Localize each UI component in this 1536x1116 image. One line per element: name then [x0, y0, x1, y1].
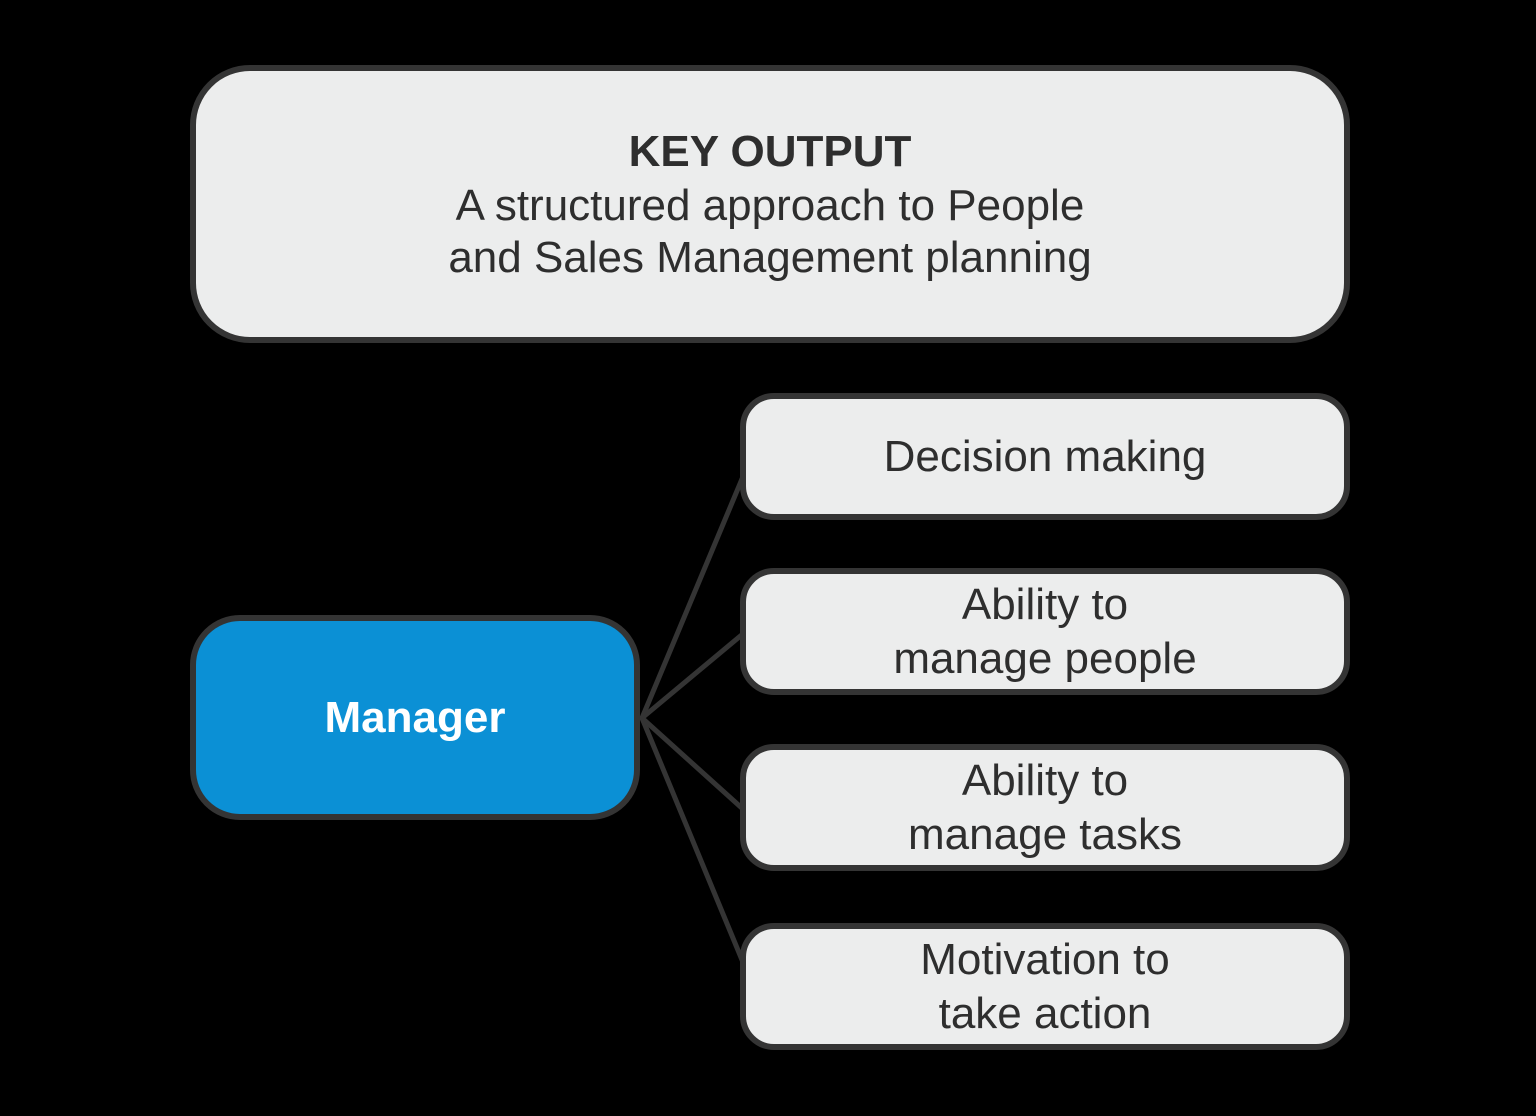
key-output-title: KEY OUTPUT — [628, 127, 912, 176]
key-output-box: KEY OUTPUT A structured approach to Peop… — [190, 65, 1350, 343]
factor-box-manage-tasks: Ability to manage tasks — [740, 744, 1350, 871]
connector-line-manage-tasks — [639, 715, 747, 813]
factor-label-line1: Motivation to — [920, 934, 1170, 984]
connector-line-decision-making — [639, 464, 750, 721]
manager-label: Manager — [324, 692, 506, 742]
factor-box-decision-making: Decision making — [740, 393, 1350, 520]
factor-box-manage-people: Ability to manage people — [740, 568, 1350, 695]
factor-label-line1: Ability to — [961, 755, 1129, 805]
key-output-subtitle-line1: A structured approach to People — [455, 181, 1085, 230]
connector-line-take-action — [639, 715, 750, 975]
factor-label-line2: manage tasks — [908, 809, 1182, 859]
factor-label-line2: manage people — [893, 633, 1197, 683]
key-output-subtitle-line2: and Sales Management planning — [448, 233, 1092, 282]
connector-line-manage-people — [639, 630, 747, 721]
factor-label-line1: Ability to — [961, 579, 1129, 629]
factor-label-line2: take action — [938, 988, 1152, 1038]
factor-box-take-action: Motivation to take action — [740, 923, 1350, 1050]
factor-label-line1: Decision making — [883, 431, 1207, 481]
manager-box: Manager — [190, 615, 640, 820]
